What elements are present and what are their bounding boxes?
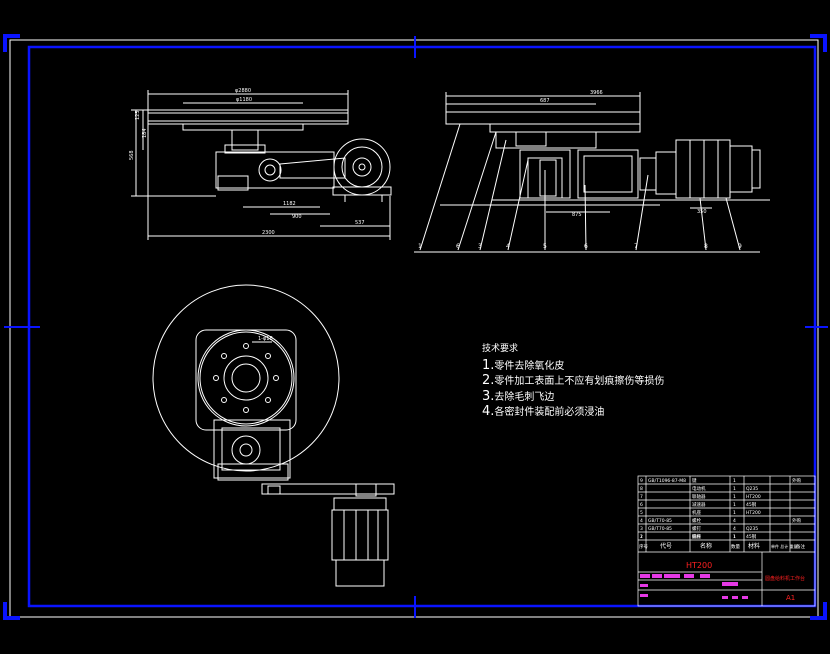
tech-req-item: 2.零件加工表面上不应有划痕擦伤等损伤 [482,373,665,388]
parts-cell-name: 螺钉 [692,525,701,532]
balloon-7: 7 [634,243,638,250]
hdr-material: 材料 [748,542,760,550]
balloon-8: 8 [704,243,708,250]
side-view [414,92,770,253]
parts-cell-qty: 1 [733,510,736,516]
title-block [637,475,816,607]
parts-cell-qty: 1 [733,534,736,540]
hdr-code: 代号 [660,542,672,550]
tech-req-item: 4.各密封件装配前必须浸油 [482,404,605,419]
balloon-3: 3 [478,243,482,250]
plan-view [152,284,395,587]
parts-cell-name: 机座 [692,509,701,516]
side-view-balloons: 1 6 3 4 5 6 7 8 9 [418,243,742,250]
parts-cell-seq: 9 [640,478,643,484]
balloon-4: 4 [506,243,510,250]
balloon-5: 5 [543,243,547,250]
hdr-name: 名称 [700,542,712,550]
parts-cell-seq: 8 [640,486,643,492]
hdr-remark: 备注 [796,543,805,550]
hdr-seq: 序号 [639,543,648,550]
material-label: HT200 [686,561,712,570]
parts-cell-name: 键 [692,477,697,484]
parts-cell-qty: 1 [733,494,736,500]
dim-height-left: 568 [129,150,135,160]
balloon-6: 6 [584,243,588,250]
dim-top-partial: 687 [540,98,550,104]
balloon-9: 9 [738,243,742,250]
dim-right: 537 [355,220,365,226]
parts-cell-code: GB/T70-85 [648,518,672,524]
parts-cell-qty: 4 [733,518,736,524]
parts-cell-qty: 1 [733,534,736,540]
parts-cell-remark: 外购 [792,477,801,484]
dim-mid-1: 1182 [283,201,296,207]
parts-cell-name: 圆盘 [692,533,701,540]
tech-req-item: 3.去除毛刺飞边 [482,388,555,404]
dim-overall-top: φ2880 [235,88,251,94]
parts-cell-material: HT200 [746,510,761,516]
sheet-size: A1 [786,594,795,602]
dim-h1: 125 [135,110,141,120]
parts-cell-name: 减速器 [692,501,706,508]
balloon-6: 6 [456,243,460,250]
dim-mid-2: 900 [292,214,302,220]
parts-cell-qty: 1 [733,486,736,492]
title-block-pink-cells [640,574,748,599]
hdr-unit-total: 单件 总计 重量 [771,543,798,549]
dim-small-right: 350 [697,209,707,215]
tech-req-item: 1.零件去除氧化皮 [482,357,565,373]
parts-cell-qty: 1 [733,502,736,508]
front-view-dims: φ2880 φ1180 125 184 568 1182 900 537 230… [129,88,365,236]
balloon-1: 1 [418,243,422,250]
dim-bottom-overall: 2300 [262,230,275,236]
parts-cell-material: 45钢 [746,533,757,540]
technical-requirements: 技术要求 1.零件去除氧化皮 2.零件加工表面上不应有划痕擦伤等损伤 3.去除毛… [482,342,664,421]
parts-cell-material: Q235 [746,486,758,492]
parts-cell-material: 45钢 [746,501,757,508]
title-block-headers: 序号 代号 名称 数量 材料 单件 总计 重量 备注 [639,542,805,550]
parts-cell-qty: 4 [733,526,736,532]
parts-cell-seq: 2 [640,534,643,540]
parts-cell-seq: 4 [640,518,643,524]
corner-markers [3,34,827,620]
drawing-name: 圆盘给料机工作台 [765,575,805,582]
parts-cell-seq: 6 [640,502,643,508]
parts-cell-code: GB/T70-85 [648,526,672,532]
parts-cell-material: HT200 [746,494,761,500]
parts-cell-material: Q235 [746,526,758,532]
front-view [131,90,392,240]
plan-label: 1-φ18 [258,336,273,342]
parts-cell-name: 螺栓 [692,517,701,524]
tech-req-title: 技术要求 [482,344,519,354]
parts-cell-seq: 5 [640,510,643,516]
parts-cell-qty: 1 [733,478,736,484]
parts-cell-seq: 3 [640,526,643,532]
parts-cell-seq: 7 [640,494,643,500]
parts-cell-seq: 1 [640,534,643,540]
dim-top-overall: 3966 [590,90,603,96]
parts-cell-remark: 外购 [792,517,801,524]
parts-cell-code: GB/T1096-87-M8 [648,478,686,484]
parts-cell-name: 电动机 [692,485,706,492]
parts-cell-name: 蜗杆 [692,533,701,540]
dim-bottom-mid: 875 [572,212,582,218]
parts-cell-name: 联轴器 [692,493,706,500]
centering-marks [4,36,828,618]
side-view-dims: 3966 687 875 350 [540,90,707,218]
dim-h2: 184 [142,128,148,138]
hdr-qty: 数量 [731,543,740,550]
dim-inner-top: φ1180 [236,97,252,103]
